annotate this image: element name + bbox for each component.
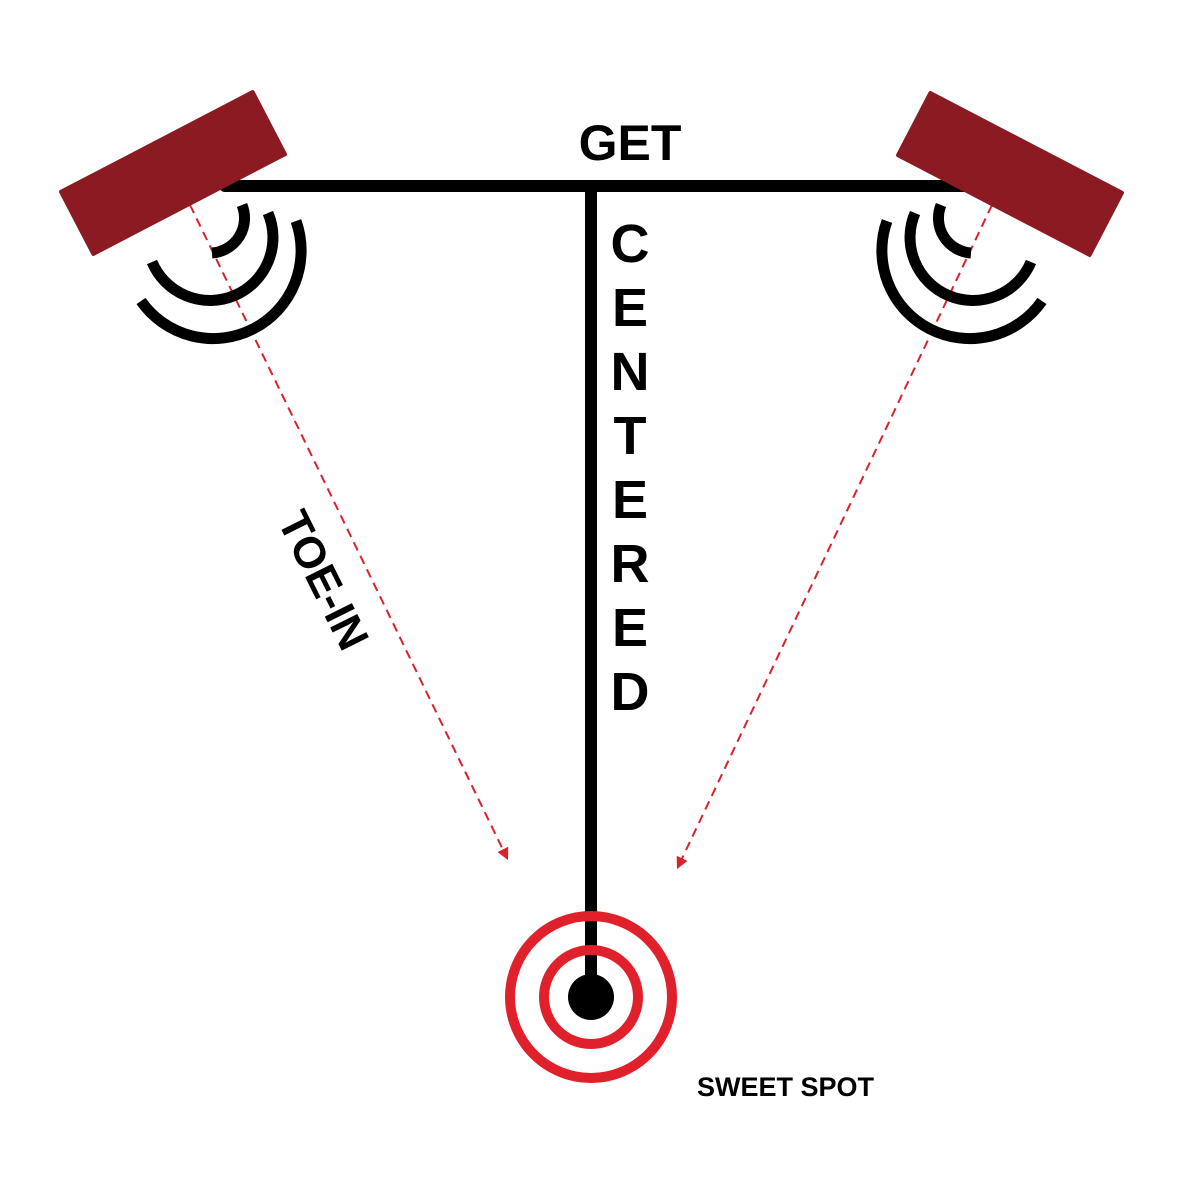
vertical-label-letter: T <box>614 406 647 466</box>
vertical-label-letter: N <box>611 342 650 402</box>
sweet-spot-label: SWEET SPOT <box>697 1072 875 1102</box>
vertical-label-letter: E <box>612 598 648 658</box>
left-sound-waves-icon <box>136 202 307 345</box>
vertical-label-letter: E <box>612 470 648 530</box>
vertical-label-letter: R <box>611 534 650 594</box>
vertical-label-letter: C <box>611 214 650 274</box>
title-get: GET <box>579 115 682 171</box>
left-speaker-icon <box>59 90 287 256</box>
toe-in-label: TOE-IN <box>268 503 378 658</box>
right-speaker-icon <box>896 91 1124 257</box>
left-toe-in-arrow <box>189 204 509 861</box>
sweet-spot-target-icon <box>505 911 677 1083</box>
right-toe-in-arrow <box>676 204 993 870</box>
vertical-label-letter: D <box>611 662 650 722</box>
vertical-label-letter: E <box>612 278 648 338</box>
right-sound-waves-icon <box>876 202 1047 345</box>
